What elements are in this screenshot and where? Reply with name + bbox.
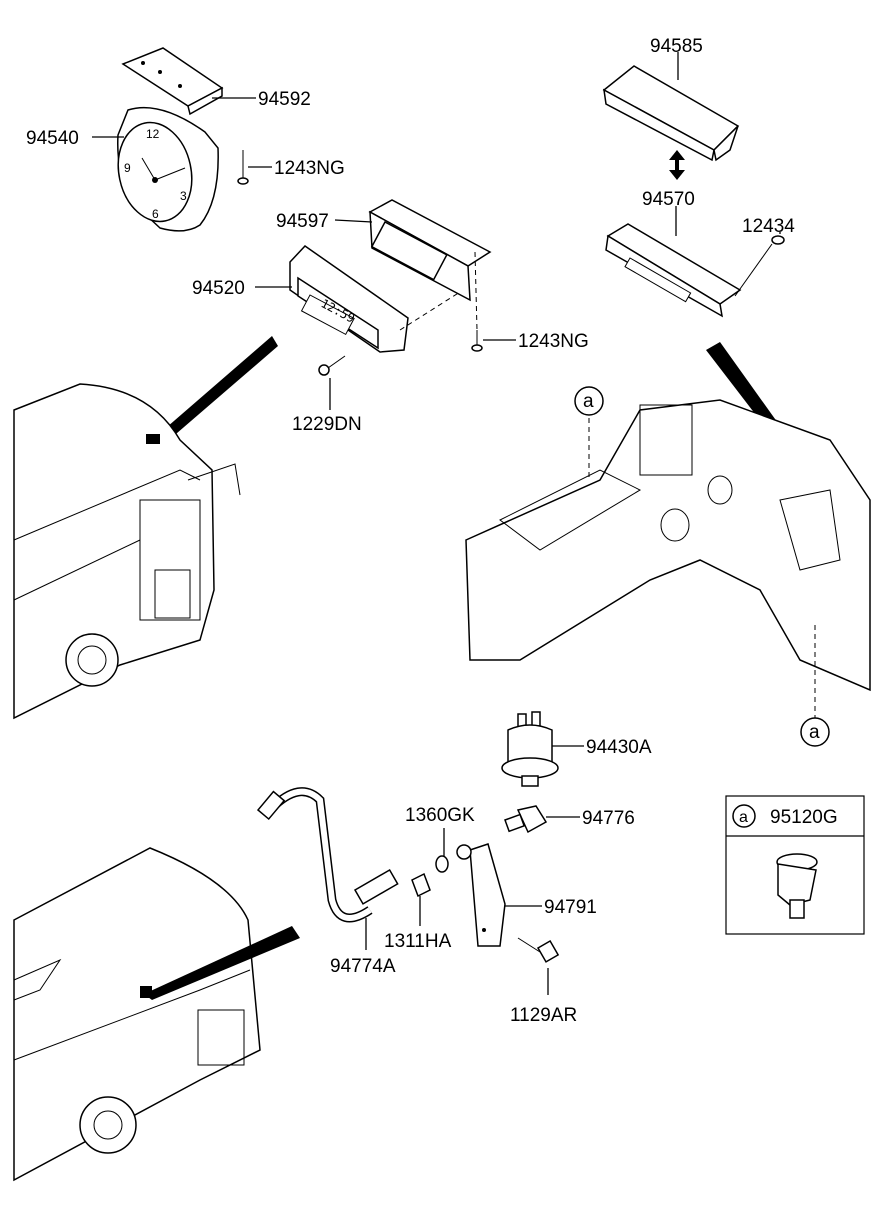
up-down-arrow-icon: [669, 150, 685, 180]
screw-1243ng-mid: [471, 251, 483, 352]
callout-marker-bottom: a: [800, 717, 830, 747]
clock-numeral-9: 9: [124, 161, 131, 175]
legend-box: a 95120G: [725, 795, 865, 935]
legend-part-number: 95120G: [770, 807, 838, 828]
legend-marker: a: [739, 809, 748, 826]
connector-94776: [504, 805, 548, 834]
label-1243ng-top: 1243NG: [274, 158, 345, 179]
label-94540: 94540: [26, 128, 79, 149]
screw-1243ng-top: [237, 150, 249, 185]
label-94570: 94570: [642, 189, 695, 210]
label-1311ha: 1311HA: [384, 931, 452, 952]
clock-numeral-12: 12: [146, 127, 160, 141]
label-1129ar: 1129AR: [510, 1005, 577, 1026]
washer-1360gk: [435, 855, 449, 873]
clock-numeral-6: 6: [152, 207, 159, 221]
label-1229dn: 1229DN: [292, 414, 362, 435]
label-94776: 94776: [582, 808, 635, 829]
dashboard-illustration: [465, 399, 871, 718]
label-1360gk: 1360GK: [405, 805, 475, 826]
screw-12434: [734, 235, 785, 297]
socket-95120g: [776, 853, 818, 919]
label-94791: 94791: [544, 897, 597, 918]
sensor-94430a: [501, 711, 559, 787]
label-94585: 94585: [650, 36, 703, 57]
screw-1229dn: [318, 355, 346, 376]
callout-marker-top: a: [574, 386, 604, 416]
console-cover-94585: [602, 65, 740, 162]
bus-front-illustration: [13, 383, 241, 720]
pointer-wedge-bottom: [144, 926, 300, 1000]
analog-clock-94540: 12 3 6 9: [117, 106, 219, 232]
svg-text:a: a: [583, 391, 594, 412]
label-94430a: 94430A: [586, 737, 652, 758]
screw-1129ar: [517, 937, 560, 963]
bracket-94791: [456, 843, 506, 947]
pointer-wedge-top-left: [152, 336, 278, 446]
overhead-console-94570: [605, 223, 742, 318]
label-94592: 94592: [258, 89, 311, 110]
label-94597: 94597: [276, 211, 329, 232]
label-94774a: 94774A: [330, 956, 396, 977]
digital-bracket-94597: [368, 199, 492, 302]
label-12434: 12434: [742, 216, 795, 237]
nut-1311ha: [411, 872, 431, 898]
digital-clock-94520: 12:59: [289, 245, 409, 353]
label-94520: 94520: [192, 278, 245, 299]
svg-text:a: a: [809, 722, 820, 743]
clock-numeral-3: 3: [180, 189, 187, 203]
label-1243ng-mid: 1243NG: [518, 331, 589, 352]
cable-94774a: [256, 787, 399, 923]
clock-bracket-94592: [121, 47, 224, 116]
bus-rear-illustration: [13, 847, 261, 1182]
